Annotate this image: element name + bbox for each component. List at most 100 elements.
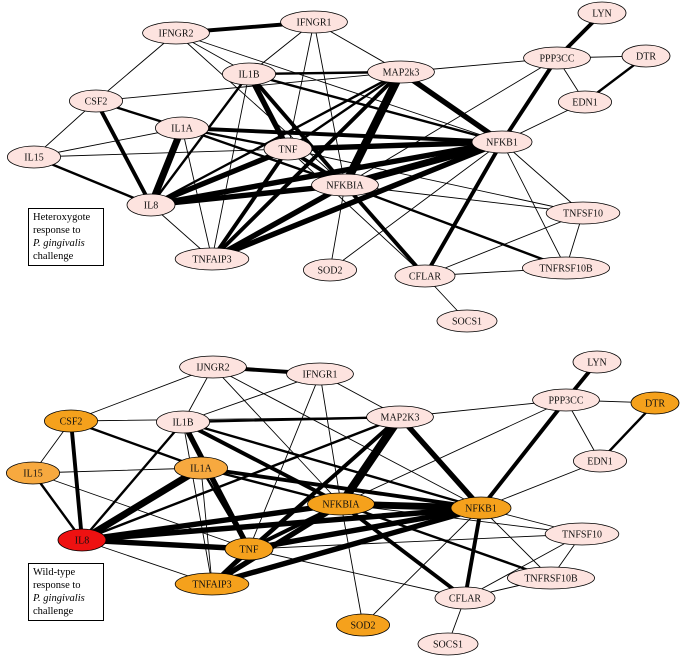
node-socs1: SOCS1 [417, 632, 479, 656]
edge-map2k3-il8 [149, 70, 403, 207]
node-ellipse [142, 21, 210, 45]
edge-ppp3cc-nfkb1 [500, 56, 559, 144]
edge-ppp3cc-nfkbia [340, 399, 567, 505]
node-ellipse [179, 355, 247, 379]
node-nfkbia: NFKBIA [311, 173, 379, 197]
caption-line: Wild-type [33, 567, 76, 578]
node-label: IFNGR1 [302, 370, 337, 381]
node-map2k3: MAP2k3 [367, 60, 435, 84]
node-edn1: EDN1 [573, 449, 628, 473]
edge-nfkbia-sod2 [329, 184, 346, 271]
edge-tnf-nfkb1 [285, 139, 505, 152]
edge-il1b-il8 [80, 420, 185, 542]
node-label: EDN1 [587, 457, 613, 468]
node-label: IL1A [190, 464, 212, 475]
edge-ifngr2-nfkbia [212, 366, 342, 505]
edge-il1b-map2k3 [181, 415, 402, 424]
node-label: EDN1 [572, 98, 598, 109]
edge-nfkbia-cflar [343, 183, 427, 278]
edge-il1a-il8 [147, 124, 186, 209]
node-label: TNFSF10 [562, 530, 602, 541]
edge-il1b-il8 [149, 72, 251, 207]
node-ellipse [263, 137, 313, 161]
node-tnfrsf10b: TNFRSF10B [522, 256, 611, 280]
edge-nfkb1-sod2 [329, 141, 503, 271]
edge-il1a-nfkb1 [180, 126, 504, 144]
node-ellipse [544, 522, 620, 546]
edge-il1a-tnf [199, 466, 251, 551]
node-ellipse [126, 193, 176, 217]
edge-nfkbia-tnfrsf10b [339, 502, 553, 580]
edge-il15-il8 [31, 471, 84, 542]
node-ellipse [545, 201, 621, 225]
edge-il15-il1a [32, 467, 202, 474]
edge-nfkb1-cflar [423, 140, 504, 278]
edge-il1b-nfkb1 [181, 420, 483, 510]
edge-nfkb1-cflar [463, 506, 483, 600]
edge-ifngr1-tnf [287, 21, 315, 150]
node-label: SOD2 [317, 266, 342, 277]
node-ellipse [44, 409, 99, 433]
node-tnfrsf10b: TNFRSF10B [506, 566, 595, 590]
node-ellipse [366, 405, 434, 429]
node-dtr: DTR [621, 44, 671, 68]
node-tnfaip3: TNFAIP3 [174, 247, 250, 271]
node-sod2: SOD2 [302, 258, 357, 282]
edge-tnf-il8 [79, 537, 252, 552]
node-label: TNF [279, 145, 298, 156]
edge-nfkbia-cflar [339, 502, 467, 600]
node-il15: IL15 [5, 461, 61, 485]
node-ellipse [367, 60, 435, 84]
edge-tnf-tnfaip3 [210, 147, 290, 261]
edge-ifngr1-nfkbia [319, 373, 342, 505]
node-ellipse [394, 264, 456, 288]
node-csf2: CSF2 [44, 409, 99, 433]
edge-map2k3-nfkb1 [397, 414, 484, 511]
node-label: IJNGR2 [196, 363, 229, 374]
node-label: TNFRSF10B [539, 264, 593, 275]
node-ellipse [572, 350, 622, 374]
node-ellipse [280, 10, 348, 34]
node-ifngr1: IFNGR1 [280, 10, 348, 34]
node-ellipse [173, 456, 228, 480]
edge-nfkbia-tnfaip3 [209, 182, 348, 262]
edge-nfkbia-tnfsf10 [344, 184, 584, 214]
node-label: IL8 [144, 201, 158, 212]
node-label: TNFRSF10B [524, 574, 578, 585]
edge-csf2-il8 [94, 99, 153, 207]
edge-tnf-nfkb1 [246, 505, 484, 552]
edge-il1b-tnfaip3 [211, 73, 250, 260]
node-label: IL8 [75, 536, 89, 547]
heterozygote-caption: Heteroxygote response to P. gingivalis c… [28, 208, 104, 266]
node-label: CFLAR [409, 272, 442, 283]
node-label: TNFSF10 [563, 209, 603, 220]
caption-line: P. gingivalis [33, 593, 85, 604]
node-label: CSF2 [60, 417, 83, 428]
edge-map2k3-nfkb1 [398, 69, 505, 145]
edge-ifngr2-nfkbia [175, 32, 346, 186]
node-tnfsf10: TNFSF10 [545, 201, 621, 225]
node-ellipse [221, 62, 276, 86]
edge-nfkbia-tnfrsf10b [343, 183, 568, 270]
edge-il15-il8 [32, 155, 153, 207]
node-label: MAP2k3 [383, 68, 420, 79]
node-socs1: SOCS1 [436, 309, 498, 333]
node-ppp3cc: PPP3CC [523, 46, 591, 70]
edge-map2k3-tnfaip3 [210, 70, 403, 261]
node-ppp3cc: PPP3CC [532, 388, 600, 412]
edge-nfkb1-il8 [148, 139, 505, 208]
edge-il15-tnf [32, 472, 250, 550]
node-ellipse [417, 632, 479, 656]
edge-tnf-cflar [287, 148, 426, 277]
edge-ppp3cc-nfkb1 [479, 398, 568, 510]
node-ellipse [311, 173, 379, 197]
node-tnf: TNF [263, 137, 313, 161]
node-ellipse [5, 461, 61, 485]
node-ellipse [558, 90, 613, 114]
node-nfkb1: NFKB1 [450, 496, 512, 520]
node-label: SOCS1 [433, 640, 463, 651]
node-ellipse [155, 410, 210, 434]
edge-nfkb1-tnfrsf10b [480, 507, 552, 579]
